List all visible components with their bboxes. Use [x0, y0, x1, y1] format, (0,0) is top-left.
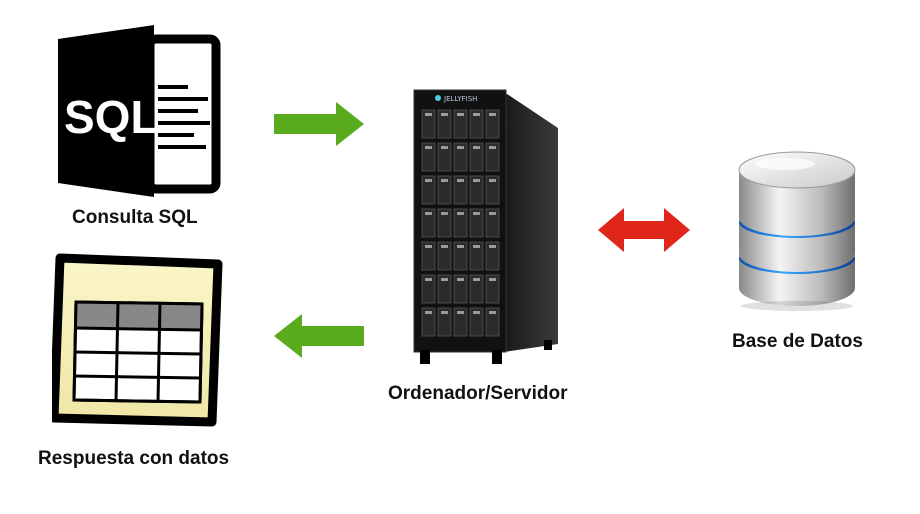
- drive-bay: [453, 142, 468, 172]
- drive-bay-handle: [425, 245, 432, 248]
- drive-bay-handle: [441, 212, 448, 215]
- drive-bay-handle: [457, 179, 464, 182]
- drive-bay: [421, 109, 436, 139]
- drive-bay: [453, 241, 468, 271]
- drive-bay: [469, 142, 484, 172]
- arrow-right-icon: [274, 102, 366, 146]
- server-label: Ordenador/Servidor: [388, 383, 568, 404]
- drive-bay: [485, 208, 500, 238]
- drive-bay-handle: [473, 113, 480, 116]
- drive-bay-handle: [457, 245, 464, 248]
- drive-bay-handle: [489, 278, 496, 281]
- drive-bay: [421, 241, 436, 271]
- drive-bay: [421, 175, 436, 205]
- drive-bay-handle: [473, 179, 480, 182]
- drive-bay: [437, 241, 452, 271]
- drive-bay: [453, 274, 468, 304]
- bidirectional-arrow-icon: [598, 208, 690, 252]
- drive-bay-handle: [441, 179, 448, 182]
- sql-query-label: Consulta SQL: [72, 207, 198, 228]
- drive-bay: [437, 307, 452, 337]
- drive-bay: [485, 142, 500, 172]
- drive-bay: [469, 208, 484, 238]
- drive-bay-handle: [489, 212, 496, 215]
- drive-bay-handle: [489, 179, 496, 182]
- drive-bay-handle: [425, 212, 432, 215]
- drive-bay: [485, 307, 500, 337]
- drive-bay-handle: [489, 245, 496, 248]
- drive-bay-handle: [457, 146, 464, 149]
- drive-bay-handle: [473, 245, 480, 248]
- drive-bay-handle: [489, 146, 496, 149]
- table-icon: [52, 250, 224, 430]
- drive-bay: [485, 274, 500, 304]
- drive-bay-handle: [473, 278, 480, 281]
- server-tower-icon: JELLYFISH: [408, 88, 564, 368]
- drive-bay: [421, 307, 436, 337]
- drive-bay: [485, 241, 500, 271]
- drive-bay-handle: [457, 278, 464, 281]
- drive-bay: [437, 274, 452, 304]
- database-icon: [725, 140, 870, 312]
- sql-icon-text: SQL: [64, 91, 159, 143]
- drive-bay: [469, 175, 484, 205]
- drive-bay-handle: [441, 113, 448, 116]
- drive-bay-handle: [489, 113, 496, 116]
- drive-bay: [469, 307, 484, 337]
- drive-bay: [421, 274, 436, 304]
- drive-bay: [453, 109, 468, 139]
- drive-bay: [485, 109, 500, 139]
- drive-bay-handle: [473, 212, 480, 215]
- drive-bay: [437, 109, 452, 139]
- drive-bay-handle: [441, 146, 448, 149]
- drive-bay: [453, 208, 468, 238]
- drive-bay: [485, 175, 500, 205]
- database-label: Base de Datos: [732, 331, 863, 352]
- drive-bay-handle: [489, 311, 496, 314]
- drive-bay-handle: [457, 212, 464, 215]
- drive-bay: [437, 208, 452, 238]
- drive-bay-handle: [473, 146, 480, 149]
- response-label: Respuesta con datos: [38, 448, 230, 469]
- drive-bay-handle: [425, 179, 432, 182]
- drive-bay-handle: [457, 113, 464, 116]
- drive-bay-handle: [473, 311, 480, 314]
- drive-bay-handle: [441, 245, 448, 248]
- arrow-left-icon: [274, 314, 366, 358]
- drive-bay: [453, 175, 468, 205]
- drive-bay-handle: [425, 146, 432, 149]
- drive-bay: [469, 274, 484, 304]
- drive-bay: [453, 307, 468, 337]
- drive-bay-handle: [425, 113, 432, 116]
- server-brand: JELLYFISH: [443, 95, 477, 103]
- drive-bay: [437, 175, 452, 205]
- drive-bay-handle: [441, 278, 448, 281]
- drive-bay-handle: [457, 311, 464, 314]
- sql-file-icon: SQL: [58, 25, 223, 197]
- drive-bay: [421, 142, 436, 172]
- drive-bay: [469, 241, 484, 271]
- drive-bay: [421, 208, 436, 238]
- drive-bay-handle: [441, 311, 448, 314]
- drive-bay-handle: [425, 311, 432, 314]
- drive-bay-handle: [425, 278, 432, 281]
- drive-bay: [469, 109, 484, 139]
- drive-bay: [437, 142, 452, 172]
